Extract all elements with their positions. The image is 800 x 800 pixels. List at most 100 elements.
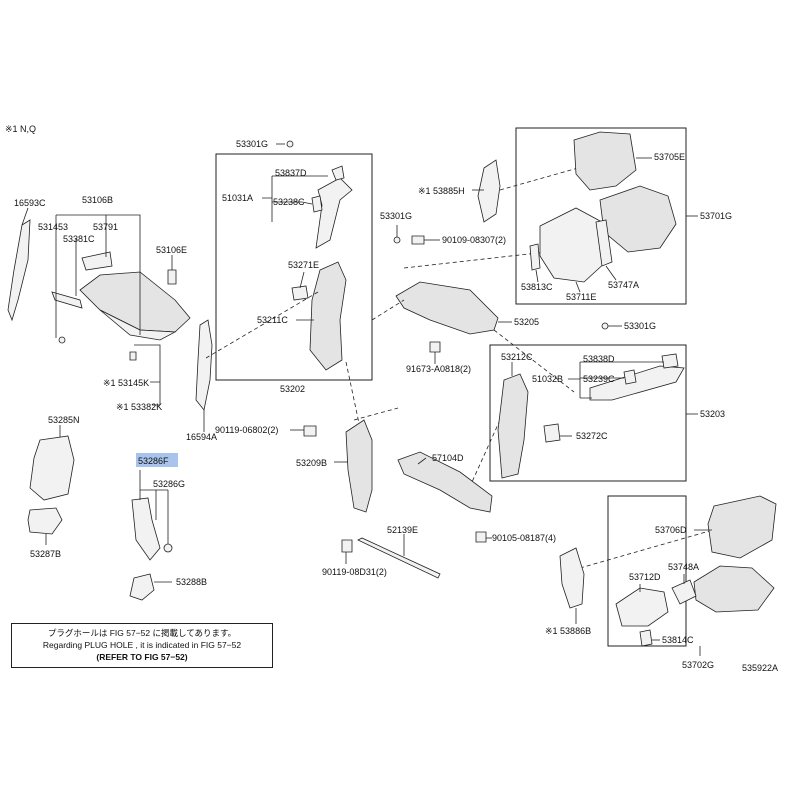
part-53106E[interactable] bbox=[167, 269, 177, 285]
label-53286F[interactable]: 53286F bbox=[138, 456, 169, 466]
label-53271E[interactable]: 53271E bbox=[288, 260, 319, 270]
part-53712D[interactable] bbox=[615, 587, 669, 627]
label-52139E[interactable]: 52139E bbox=[387, 525, 418, 535]
label-90119-a[interactable]: 90119-06802(2) bbox=[215, 425, 278, 435]
label-53145K[interactable]: ※1 53145K bbox=[103, 378, 149, 388]
part-53271E[interactable] bbox=[291, 285, 309, 301]
part-16594A[interactable] bbox=[195, 319, 213, 411]
part-53272C[interactable] bbox=[543, 423, 561, 443]
part-53791[interactable] bbox=[81, 251, 113, 271]
label-53381C[interactable]: 53381C bbox=[63, 234, 95, 244]
label-53238C[interactable]: 53238C bbox=[273, 197, 305, 207]
part-53813C[interactable] bbox=[529, 243, 541, 271]
clip-53286G[interactable] bbox=[163, 543, 173, 553]
label-53712D[interactable]: 53712D bbox=[629, 572, 661, 582]
label-53813C[interactable]: 53813C bbox=[521, 282, 553, 292]
label-53202[interactable]: 53202 bbox=[280, 384, 305, 394]
label-53706D[interactable]: 53706D bbox=[655, 525, 687, 535]
part-53211C[interactable] bbox=[309, 261, 347, 371]
label-53748A[interactable]: 53748A bbox=[668, 562, 699, 572]
bolt-90119-b[interactable] bbox=[341, 539, 353, 553]
part-53705E[interactable] bbox=[573, 131, 637, 191]
part-53287B[interactable] bbox=[27, 507, 63, 535]
label-53203[interactable]: 53203 bbox=[700, 409, 725, 419]
label-53747A[interactable]: 53747A bbox=[608, 280, 639, 290]
part-53886B[interactable] bbox=[559, 547, 585, 609]
label-53705E[interactable]: 53705E bbox=[654, 152, 685, 162]
label-53301G-a[interactable]: 53301G bbox=[236, 139, 268, 149]
part-53885H[interactable] bbox=[477, 159, 501, 223]
part-53837D[interactable] bbox=[331, 165, 345, 181]
part-53814C[interactable] bbox=[639, 629, 653, 647]
part-53711E[interactable] bbox=[539, 207, 609, 283]
label-53702G[interactable]: 53702G bbox=[682, 660, 714, 670]
part-53239C[interactable] bbox=[623, 369, 637, 385]
bracket-53106B bbox=[55, 214, 141, 338]
label-53701G[interactable]: 53701G bbox=[700, 211, 732, 221]
label-90105[interactable]: 90105-08187(4) bbox=[492, 533, 556, 543]
label-53837D[interactable]: 53837D bbox=[275, 168, 307, 178]
label-16593C[interactable]: 16593C bbox=[14, 198, 46, 208]
label-53106B[interactable]: 53106B bbox=[82, 195, 113, 205]
part-53701G-main[interactable] bbox=[599, 185, 677, 253]
part-53286F[interactable] bbox=[131, 497, 161, 561]
part-53838D[interactable] bbox=[661, 353, 679, 369]
part-53212C[interactable] bbox=[497, 373, 529, 479]
label-53288B[interactable]: 53288B bbox=[176, 577, 207, 587]
label-53106E[interactable]: 53106E bbox=[156, 245, 187, 255]
label-53285N[interactable]: 53285N bbox=[48, 415, 80, 425]
label-90109[interactable]: 90109-08307(2) bbox=[442, 235, 506, 245]
label-53886B[interactable]: ※1 53886B bbox=[545, 626, 591, 636]
label-53791[interactable]: 53791 bbox=[93, 222, 118, 232]
part-53285N[interactable] bbox=[29, 435, 75, 501]
bolt-91673[interactable] bbox=[429, 341, 441, 353]
label-53205[interactable]: 53205 bbox=[514, 317, 539, 327]
part-57104D[interactable] bbox=[397, 451, 493, 513]
note-line-refer: (REFER TO FIG 57−52) bbox=[96, 652, 188, 662]
part-53702G-main[interactable] bbox=[693, 565, 775, 613]
bolt-90105[interactable] bbox=[475, 531, 487, 543]
part-53747A[interactable] bbox=[595, 219, 613, 267]
rod-52139E[interactable] bbox=[357, 537, 441, 579]
part-53288B[interactable] bbox=[129, 573, 155, 601]
label-53711E[interactable]: 53711E bbox=[566, 292, 596, 302]
label-90119-b[interactable]: 90119-08D31(2) bbox=[322, 567, 387, 577]
label-53239C[interactable]: 53239C bbox=[583, 374, 615, 384]
part-53205[interactable] bbox=[395, 281, 499, 335]
label-53287B[interactable]: 53287B bbox=[30, 549, 61, 559]
label-53145J[interactable]: 531453 bbox=[38, 222, 68, 232]
label-57104D[interactable]: 57104D bbox=[432, 453, 464, 463]
clip-53145J[interactable] bbox=[58, 336, 66, 344]
part-51032B[interactable] bbox=[589, 365, 685, 401]
bolt-90119-a[interactable] bbox=[303, 425, 317, 437]
label-53382K[interactable]: ※1 53382K bbox=[116, 402, 162, 412]
label-53838D[interactable]: 53838D bbox=[583, 354, 615, 364]
label-91673[interactable]: 91673-A0818(2) bbox=[406, 364, 471, 374]
part-53238C[interactable] bbox=[311, 195, 323, 213]
label-53814C[interactable]: 53814C bbox=[662, 635, 694, 645]
label-51032B[interactable]: 51032B bbox=[532, 374, 563, 384]
part-53381C[interactable] bbox=[51, 291, 83, 309]
label-53885H[interactable]: ※1 53885H bbox=[418, 186, 465, 196]
label-53301G-c[interactable]: 53301G bbox=[624, 321, 656, 331]
part-16593C[interactable] bbox=[7, 219, 31, 322]
bolt-90109[interactable] bbox=[411, 235, 425, 245]
label-53286G[interactable]: 53286G bbox=[153, 479, 185, 489]
label-53272C[interactable]: 53272C bbox=[576, 431, 608, 441]
part-53145K[interactable] bbox=[129, 351, 137, 361]
dash-53885H-to-53705E bbox=[499, 167, 579, 191]
label-53212C[interactable]: 53212C bbox=[501, 352, 533, 362]
part-53706D[interactable] bbox=[707, 495, 777, 559]
clip-53301G-c[interactable] bbox=[601, 322, 609, 330]
clip-53301G-a[interactable] bbox=[286, 140, 294, 148]
part-53209B[interactable] bbox=[345, 419, 373, 513]
label-16594A[interactable]: 16594A bbox=[186, 432, 217, 442]
part-53106B-lower[interactable] bbox=[99, 309, 177, 341]
label-53301G-b[interactable]: 53301G bbox=[380, 211, 412, 221]
part-51031A-upper[interactable] bbox=[315, 177, 353, 249]
leader-53711E bbox=[575, 281, 581, 293]
clip-53301G-b[interactable] bbox=[393, 236, 401, 244]
label-53209B[interactable]: 53209B bbox=[296, 458, 327, 468]
label-51031A[interactable]: 51031A bbox=[222, 193, 253, 203]
label-53211C[interactable]: 53211C bbox=[257, 315, 288, 325]
